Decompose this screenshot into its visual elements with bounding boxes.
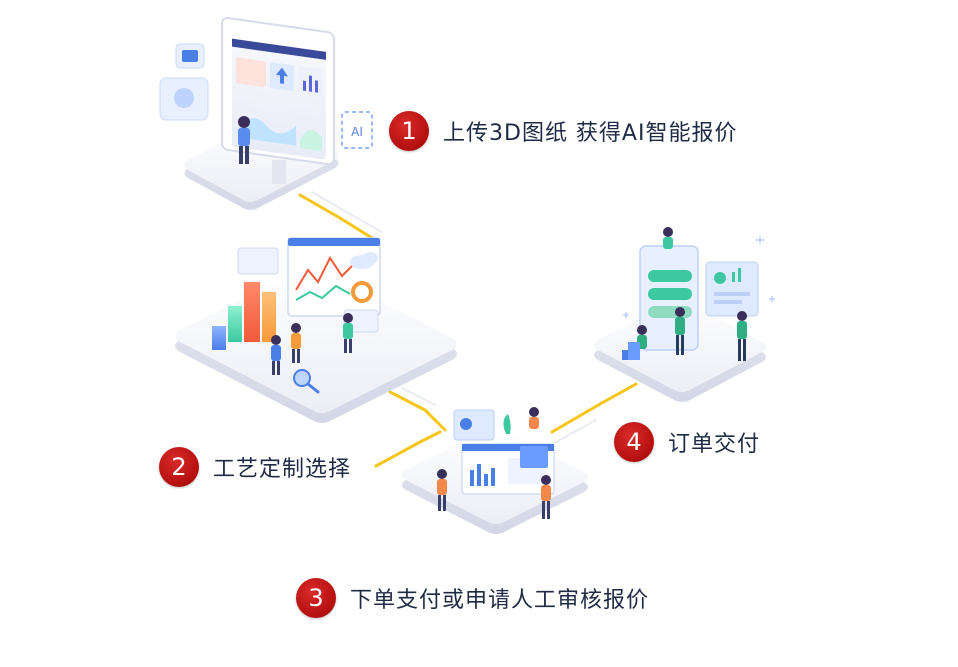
step-title: 工艺定制选择 [213,457,352,482]
person-icon [238,116,250,164]
stairs-icon [622,342,640,360]
plant-icon [503,414,511,434]
phone-app-icon [639,245,759,351]
web-panel-icon [453,409,555,495]
team-people-icon [271,313,353,375]
worker-people-icon [437,407,551,519]
magnifier-icon [293,369,320,394]
step-title: 下单支付或申请人工审核报价 [350,588,650,613]
connector-label3-4 [555,419,597,443]
monitor-icon [221,16,335,184]
bar-chart-icon [212,282,276,350]
cloud-icon [350,252,378,269]
step-4: 4 订单交付 [614,422,760,462]
ai-chip-icon: AI [341,111,373,149]
connector-3-4 [550,382,638,434]
step-3: 3 下单支付或申请人工审核报价 [296,578,649,618]
connector-1-2b [311,191,383,233]
dashboard-panel-icon [237,237,381,333]
connector-label2-3 [374,430,442,468]
step-title: 上传3D图纸 获得AI智能报价 [443,121,738,146]
platform-upload: AI [159,16,373,210]
step-number-badge: 1 [389,111,429,151]
step-2: 2 工艺定制选择 [159,447,351,487]
step-number-badge: 3 [296,578,336,618]
platform-customize [175,237,457,423]
step-number-badge: 2 [159,447,199,487]
connector-2-3 [388,390,447,432]
step-number-badge: 4 [614,422,654,462]
step-title: 订单交付 [668,432,761,457]
floating-card-icon [159,43,209,121]
ai-tag: AI [351,125,363,139]
connector-2-3b [401,387,436,406]
platform-order [402,407,588,534]
sparkle-icon [623,236,775,318]
platform-delivery [594,227,775,402]
step-1: 1 上传3D图纸 获得AI智能报价 [389,111,737,151]
